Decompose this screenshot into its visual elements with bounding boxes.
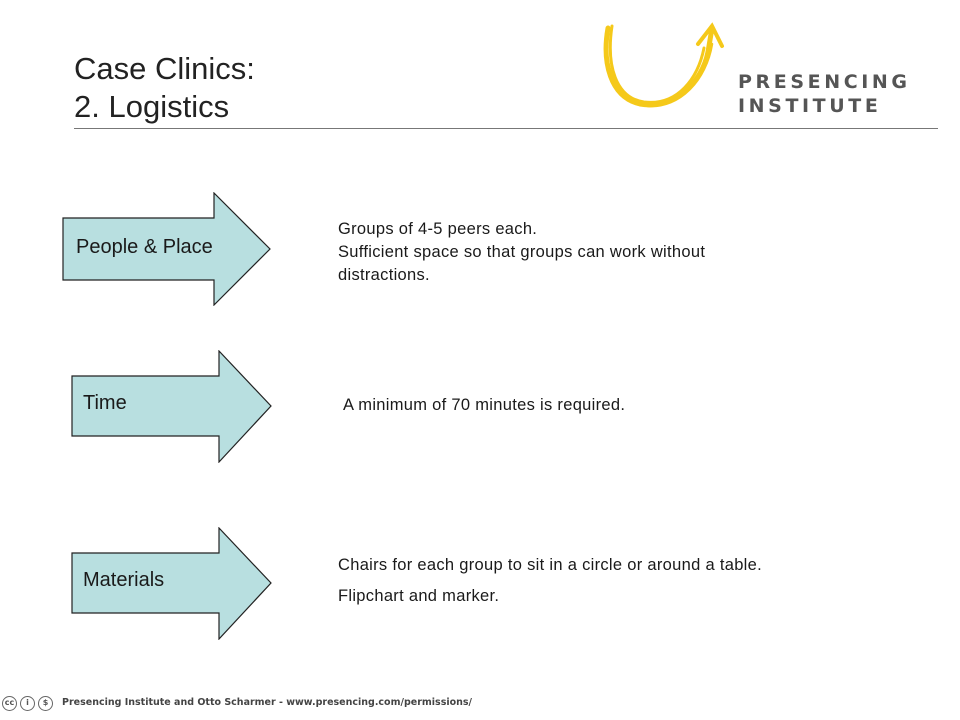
- description-materials: Chairs for each group to sit in a circle…: [338, 550, 762, 612]
- logo-text-presencing: PRESENCING: [738, 71, 911, 93]
- arrow-materials: Materials: [71, 527, 273, 640]
- title-divider: [74, 128, 938, 129]
- nc-icon: $: [38, 696, 53, 711]
- arrow-label: Materials: [83, 569, 165, 591]
- title-line-2: 2. Logistics: [74, 89, 230, 124]
- footer-text: Presencing Institute and Otto Scharmer -…: [62, 697, 473, 708]
- arrow-label: People & Place: [76, 236, 213, 258]
- by-icon: i: [20, 696, 35, 711]
- footer-license: cc i $ Presencing Institute and Otto Sch…: [0, 694, 472, 716]
- description-people-place: Groups of 4-5 peers each. Sufficient spa…: [338, 218, 705, 287]
- description-line: Flipchart and marker.: [338, 587, 500, 605]
- logo-text-institute: INSTITUTE: [738, 95, 882, 117]
- description-line: A minimum of 70 minutes is required.: [343, 396, 626, 414]
- description-line: distractions.: [338, 266, 430, 284]
- arrow-people-place: People & Place: [62, 192, 272, 306]
- description-line: Chairs for each group to sit in a circle…: [338, 556, 762, 574]
- description-time: A minimum of 70 minutes is required.: [343, 394, 625, 417]
- arrow-time: Time: [71, 350, 273, 463]
- title-line-1: Case Clinics:: [74, 51, 255, 86]
- cc-icon: cc: [2, 696, 17, 711]
- page-title: Case Clinics: 2. Logistics: [74, 50, 255, 126]
- description-line: Sufficient space so that groups can work…: [338, 243, 706, 261]
- description-line: Groups of 4-5 peers each.: [338, 220, 538, 238]
- presencing-logo-icon: [600, 22, 920, 122]
- arrow-label: Time: [83, 392, 127, 414]
